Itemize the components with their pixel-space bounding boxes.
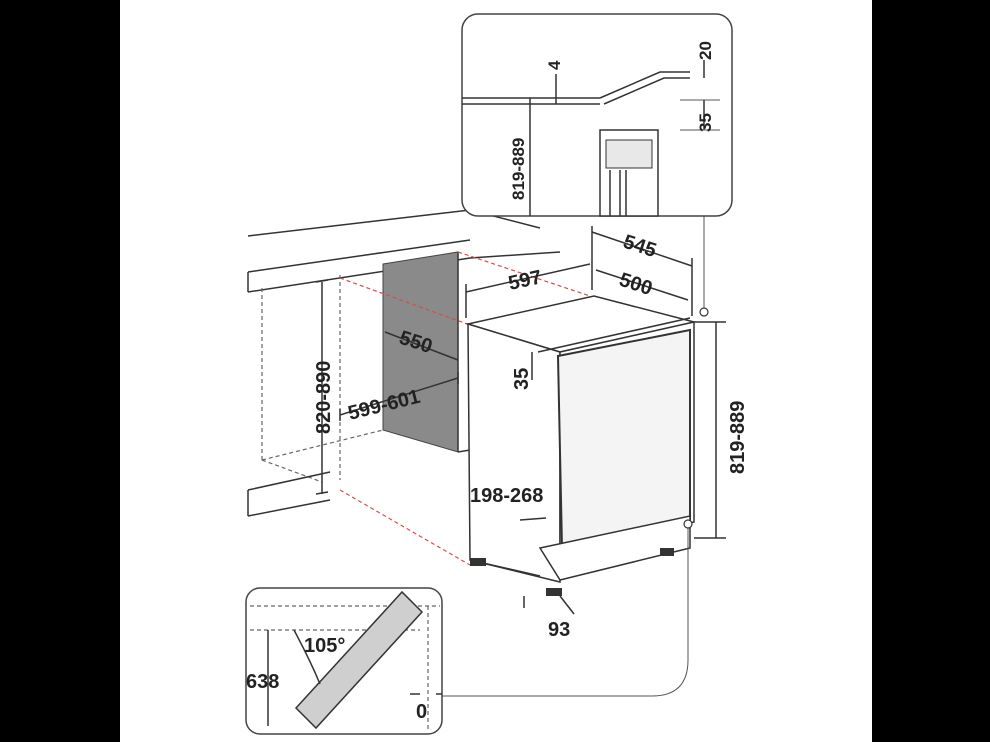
dim-cabinet-height: 820-890 — [313, 361, 335, 434]
door-detail-panel — [245, 587, 443, 735]
detail-worktop-clearance: 4 — [545, 60, 564, 70]
appliance-door — [556, 328, 691, 550]
dim-appliance-height: 819-889 — [727, 401, 749, 474]
top-detail-panel — [461, 13, 733, 217]
appliance-dimensions — [438, 216, 726, 697]
appliance — [465, 295, 695, 596]
detail-side-clearance: 0 — [416, 701, 427, 723]
detail-top-gap: 35 — [696, 113, 715, 132]
dim-plinth-depth: 93 — [548, 619, 570, 641]
dim-door-mount-range: 198-268 — [470, 485, 543, 507]
detail-opening-angle: 105° — [304, 635, 345, 657]
detail-height: 819-889 — [509, 138, 528, 200]
open-door-panel — [294, 590, 424, 730]
detail-worktop-thickness: 20 — [696, 41, 715, 60]
kitchen-cabinet — [247, 209, 591, 566]
dim-top-gap: 35 — [511, 368, 533, 390]
detail-depth-open: 638 — [246, 671, 279, 693]
